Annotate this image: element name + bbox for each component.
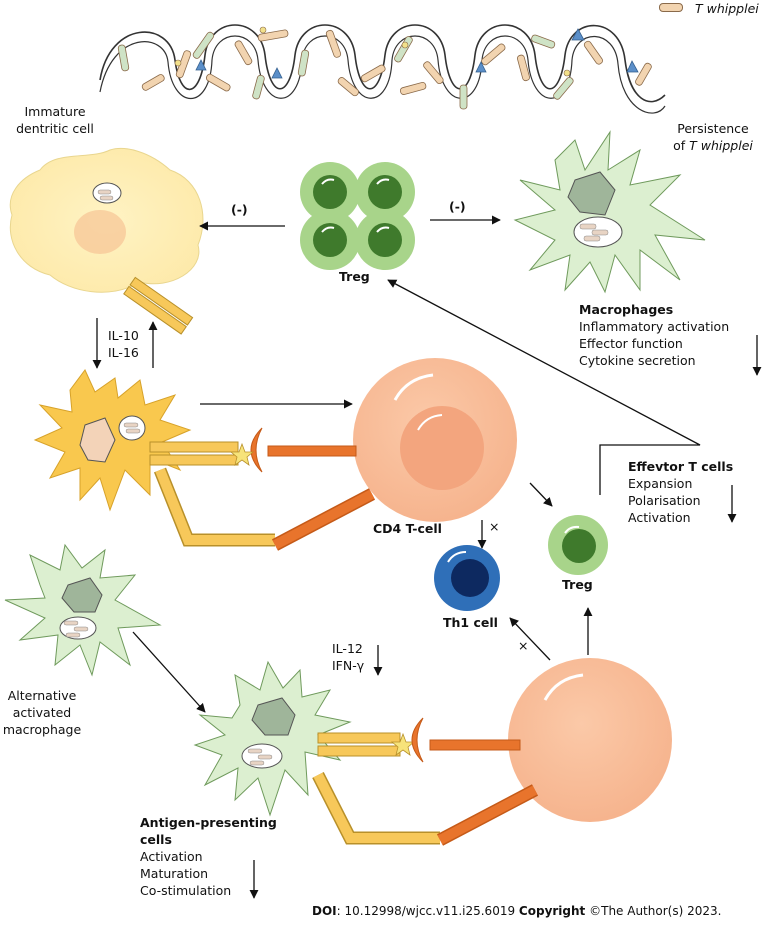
- legend-bacterium-swatch: [659, 3, 683, 12]
- alternative-macrophage: [4, 543, 162, 677]
- treg-mid-label: Treg: [562, 577, 593, 592]
- apc-item: Maturation: [140, 866, 209, 881]
- effector-item: Activation: [628, 510, 691, 525]
- mature-dendritic-cell: [33, 369, 275, 547]
- macrophages-title: Macrophages: [579, 302, 674, 317]
- apc-block: Antigen-presenting cells Activation Matu…: [140, 814, 277, 899]
- legend-label: T whipplei: [695, 1, 759, 16]
- doi-footer: DOI: 10.12998/wjcc.v11.i25.6019 Copyrigh…: [312, 904, 722, 918]
- macrophages-item: Effector function: [579, 336, 683, 351]
- immature-dc-label: Immature dentritic cell: [16, 104, 94, 136]
- antigen-star-1: [229, 442, 255, 466]
- apc-item: Activation: [140, 849, 203, 864]
- th1-label: Th1 cell: [443, 615, 498, 630]
- persistent-macrophage: [513, 130, 706, 294]
- ifn-label: IFN-γ: [332, 658, 365, 673]
- il16-label: IL-16: [108, 345, 139, 360]
- effector-item: Polarisation: [628, 493, 701, 508]
- immature-dendritic-cell: [9, 147, 204, 335]
- apc-title-2: cells: [140, 832, 172, 847]
- th1-cell: [434, 545, 500, 611]
- macrophages-item: Inflammatory activation: [579, 319, 730, 334]
- inhibit-left-label: (-): [231, 202, 248, 217]
- cd4-label: CD4 T-cell: [373, 521, 442, 536]
- antigen-star-2: [390, 732, 416, 756]
- il12-label: IL-12: [332, 641, 363, 656]
- apc-item: Co-stimulation: [140, 883, 232, 898]
- treg-top-label: Treg: [339, 269, 370, 284]
- treg-cell: [548, 515, 608, 575]
- inhibit-right-label: (-): [449, 199, 466, 214]
- lower-t-cell: [411, 658, 672, 846]
- alt-macrophage-label: Alternative activated macrophage: [2, 688, 82, 737]
- cd4-t-cell: [250, 358, 517, 551]
- effector-title: Effevtor T cells: [628, 459, 734, 474]
- x-mark-2: ×: [518, 638, 529, 653]
- persistence-label: Persistence of T whipplei: [673, 121, 753, 153]
- arrows: [92, 215, 762, 899]
- antigen-presenting-macrophage: [193, 660, 440, 845]
- apc-title-1: Antigen-presenting: [140, 815, 277, 830]
- x-mark-1: ×: [489, 519, 500, 534]
- effector-block: Effevtor T cells Expansion Polarisation …: [628, 458, 733, 526]
- macrophages-item: Cytokine secretion: [579, 353, 696, 368]
- effector-item: Expansion: [628, 476, 693, 491]
- treg-cluster: [300, 162, 415, 270]
- il10-label: IL-10: [108, 328, 139, 343]
- intestinal-villi: [99, 24, 666, 114]
- macrophages-block: Macrophages Inflammatory activation Effe…: [579, 301, 729, 369]
